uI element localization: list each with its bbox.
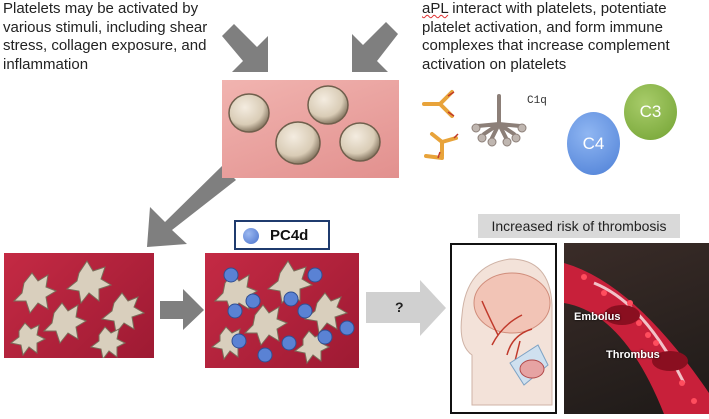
embolus-label: Embolus	[574, 311, 621, 323]
question-mark-label: ?	[395, 299, 404, 315]
thrombus-vessel-image: Embolus Thrombus	[564, 243, 709, 414]
question-arrow-icon	[366, 280, 446, 336]
thrombosis-risk-banner: Increased risk of thrombosis	[478, 214, 680, 238]
resting-platelets-image	[222, 80, 399, 178]
pc4d-legend: PC4d	[234, 220, 330, 250]
apl-term: aPL	[422, 0, 449, 17]
c1q-label: C1q	[527, 95, 547, 107]
pc4d-dot-icon	[243, 228, 259, 244]
resting-platelets-icon	[228, 85, 381, 165]
apl-interaction-caption: aPL interact with platelets, potentiate …	[422, 0, 707, 74]
pc4d-platelets-image	[205, 253, 359, 368]
brain-head-icon	[460, 258, 553, 406]
activated-platelets-icon	[9, 260, 146, 358]
c4-complement: C4	[567, 112, 620, 175]
thrombus-label: Thrombus	[606, 349, 660, 361]
brain-illustration	[450, 243, 557, 414]
arrow-right-icon	[160, 289, 204, 330]
c3-complement: C3	[624, 84, 677, 140]
c1q-icon	[476, 94, 522, 140]
pc4d-platelets-icon	[210, 260, 355, 365]
antibodies-c1q-illustration	[422, 90, 527, 160]
antibody-icon	[422, 90, 458, 160]
blood-vessel-icon	[564, 263, 709, 414]
arrow-down-left-icon	[352, 22, 398, 72]
apl-caption-rest: interact with platelets, potentiate plat…	[422, 0, 670, 73]
arrow-down-right-icon	[222, 24, 268, 72]
pc4d-label: PC4d	[270, 227, 309, 244]
activated-platelets-image	[4, 253, 154, 358]
activation-stimuli-caption: Platelets may be activated by various st…	[3, 0, 208, 73]
arrow-diagonal-down-left-icon	[147, 166, 236, 247]
